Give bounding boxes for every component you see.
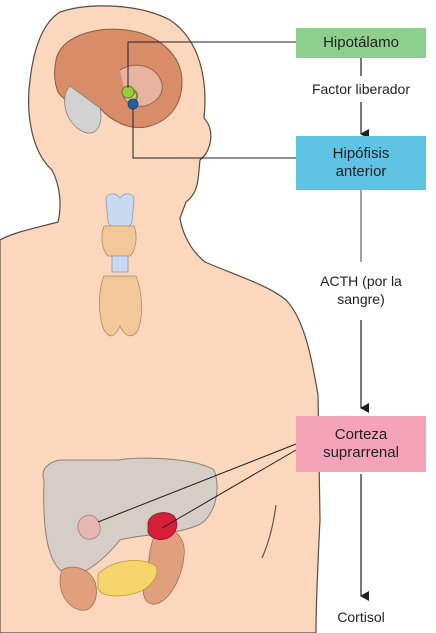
- adrenal-label-line2: suprarrenal: [323, 444, 399, 462]
- pituitary-label-line1: Hipófisis: [333, 145, 390, 163]
- pituitary-gland: [128, 99, 138, 109]
- acth-label: ACTH (por la sangre): [290, 272, 432, 308]
- releasing-factor-label: Factor liberador: [288, 80, 434, 98]
- hypothalamus-box: Hipotálamo: [296, 28, 426, 58]
- pituitary-box: Hipófisis anterior: [296, 136, 426, 190]
- pituitary-label-line2: anterior: [336, 163, 387, 181]
- adrenal-label-line1: Corteza: [335, 426, 388, 444]
- adrenal-box: Corteza suprarrenal: [296, 416, 426, 472]
- acth-label-line1: ACTH (por la: [290, 272, 432, 290]
- acth-label-line2: sangre): [290, 290, 432, 308]
- cortisol-label: Cortisol: [310, 608, 412, 626]
- hypothalamus-label: Hipotálamo: [323, 34, 399, 52]
